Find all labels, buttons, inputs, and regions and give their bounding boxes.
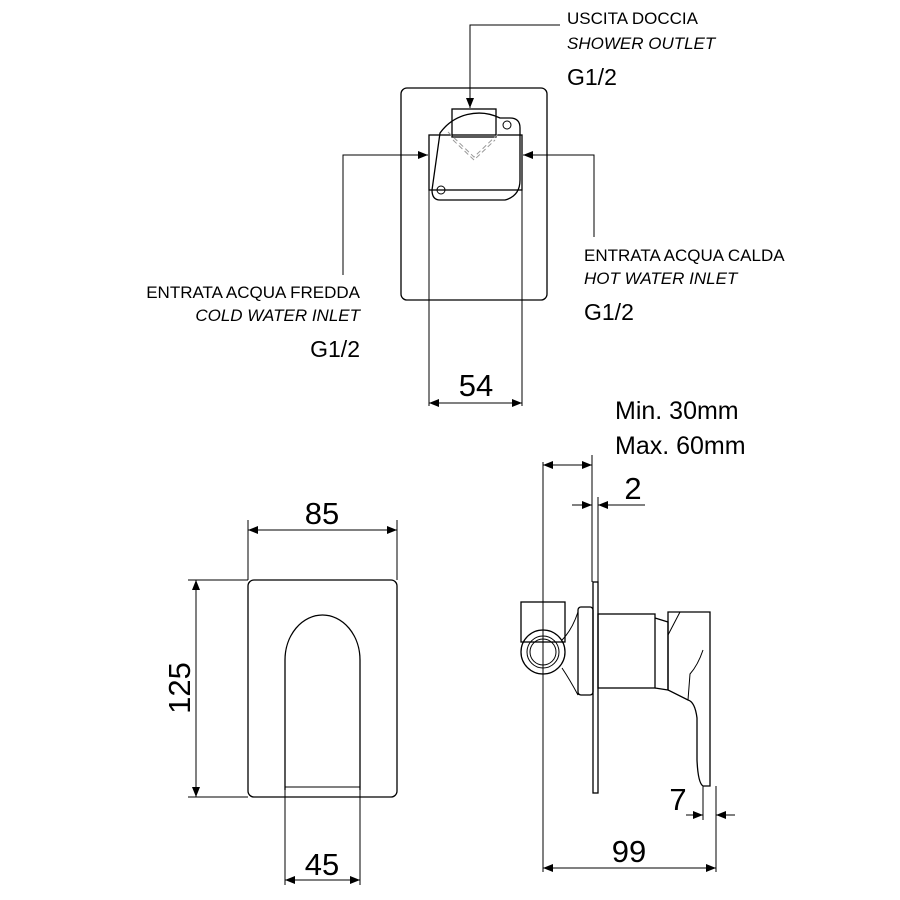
hot-inlet-thread: G1/2: [584, 299, 634, 325]
cold-inlet-label-it: ENTRATA ACQUA FREDDA: [146, 283, 360, 302]
valve-side: [520, 581, 711, 794]
cold-inlet-label-en: COLD WATER INLET: [195, 306, 361, 325]
outlet-thread: G1/2: [567, 64, 617, 90]
cold-inlet-leader: [342, 151, 428, 275]
dim-spout-width: 45: [305, 847, 339, 882]
dim-lever-offset: 7: [669, 782, 686, 817]
valve-body: [428, 108, 523, 201]
cover-plate-outline: [400, 87, 548, 301]
lever-outline: [284, 614, 361, 790]
hot-inlet-leader: [523, 151, 595, 237]
hot-inlet-label-en: HOT WATER INLET: [584, 269, 739, 288]
cover-plate-side: [592, 581, 599, 794]
dim-plate-height: 125: [162, 662, 197, 714]
outlet-label-en: SHOWER OUTLET: [567, 34, 717, 53]
dim-depth: 99: [612, 834, 646, 869]
front-view: 85 125 45: [162, 496, 398, 885]
outlet-leader: [466, 24, 560, 108]
top-view: USCITA DOCCIA SHOWER OUTLET G1/2 ENTRATA…: [146, 9, 785, 407]
wall-min: Min. 30mm: [615, 397, 739, 425]
dim-body-width: 54: [459, 368, 493, 403]
side-view: Min. 30mm Max. 60mm 2 7 99: [520, 397, 746, 872]
hot-inlet-label-it: ENTRATA ACQUA CALDA: [584, 246, 785, 265]
wall-max: Max. 60mm: [615, 432, 746, 460]
outlet-label-it: USCITA DOCCIA: [567, 9, 699, 28]
cold-inlet-thread: G1/2: [310, 336, 360, 362]
dim-plate-thickness: 2: [624, 471, 641, 506]
dim-plate-width: 85: [305, 496, 339, 531]
lever-side: [667, 611, 711, 787]
front-plate-outline: [247, 579, 398, 798]
